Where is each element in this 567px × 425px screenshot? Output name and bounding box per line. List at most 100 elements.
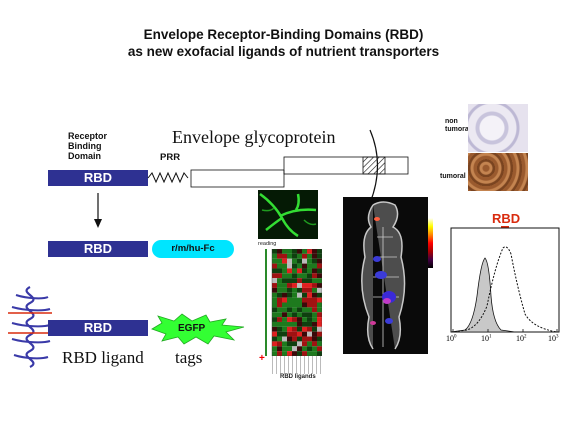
flow-tick-2: 102 — [516, 334, 527, 343]
heatmap-cell — [317, 302, 322, 308]
heatmap-cell — [272, 263, 277, 269]
envelope-schematic — [147, 129, 409, 204]
flow-tick-3: 103 — [548, 334, 559, 343]
heatmap-cell — [292, 326, 297, 332]
histology-tumoral-image — [468, 153, 528, 191]
heatmap-cell — [272, 331, 277, 337]
histology-non-tumoral-image — [468, 104, 528, 152]
heatmap-cell — [282, 302, 287, 308]
heatmap-cell — [302, 283, 307, 288]
heatmap-cell — [317, 307, 322, 313]
tumoral-label: tumoral — [440, 173, 466, 180]
rbd-box-bottom: RBD — [48, 320, 148, 336]
heatmap-cell — [287, 292, 292, 298]
heatmap-cell — [292, 278, 297, 284]
heatmap-cell — [312, 258, 317, 264]
body-scan-image — [343, 197, 428, 354]
heatmap-cell — [282, 283, 287, 288]
flow-histogram — [450, 226, 560, 333]
heatmap-cell — [297, 321, 302, 327]
heatmap-cell — [302, 317, 307, 322]
heatmap-cell — [272, 317, 277, 322]
heatmap-cell — [307, 346, 312, 352]
heatmap-cell — [277, 307, 282, 313]
heatmap-cell — [302, 326, 307, 332]
glycoprotein-bar — [190, 169, 285, 188]
non-tumoral-label: non tumoral — [445, 118, 471, 133]
heatmap-cell — [287, 278, 292, 284]
heatmap-cell — [287, 336, 292, 342]
heatmap-cell — [277, 302, 282, 308]
heatmap-cell — [317, 258, 322, 264]
heatmap-cell — [317, 297, 322, 303]
heatmap-cell — [302, 258, 307, 264]
heatmap-cell — [272, 326, 277, 332]
title-line-1: Envelope Receptor-Binding Domains (RBD) — [143, 27, 424, 42]
heatmap-cell — [277, 283, 282, 288]
heatmap-cell — [297, 249, 302, 254]
heatmap-cell — [287, 302, 292, 308]
heatmap-cell — [292, 249, 297, 254]
prr-label: PRR — [160, 152, 181, 163]
heatmap-cell — [272, 273, 277, 279]
heatmap-cell — [287, 346, 292, 352]
heatmap-cell — [282, 249, 287, 254]
heatmap-cell — [277, 312, 282, 318]
heatmap-cell — [312, 336, 317, 342]
heatmap-cell — [297, 302, 302, 308]
rbd-box-top: RBD — [48, 170, 148, 186]
heatmap-cell — [297, 258, 302, 264]
heatmap-cell — [292, 297, 297, 303]
heatmap-cell — [302, 278, 307, 284]
heatmap-cell — [317, 317, 322, 322]
heatmap-cell — [297, 346, 302, 352]
heatmap-column-labels — [272, 356, 322, 374]
heatmap-cell — [272, 253, 277, 259]
heatmap-cell — [297, 336, 302, 342]
heatmap-cell — [292, 331, 297, 337]
heatmap-cell — [282, 268, 287, 274]
heatmap-cell — [302, 253, 307, 259]
title-line-2: as new exofacial ligands of nutrient tra… — [127, 44, 440, 59]
heatmap-cell — [307, 278, 312, 284]
heatmap-cell — [302, 268, 307, 274]
heatmap-cell — [297, 287, 302, 293]
heatmap-cell — [277, 321, 282, 327]
heatmap-cell — [272, 346, 277, 352]
heatmap-cell — [292, 273, 297, 279]
heatmap-cell — [312, 268, 317, 274]
flow-tick-0: 100 — [446, 334, 457, 343]
heatmap-cell — [317, 331, 322, 337]
heatmap-cell — [292, 351, 297, 356]
heatmap-cell — [297, 278, 302, 284]
flow-rbd-label: RBD — [492, 211, 521, 226]
heatmap-cell — [297, 351, 302, 356]
heatmap-cell — [317, 249, 322, 254]
heatmap-cell — [312, 341, 317, 347]
heatmap-cell — [292, 302, 297, 308]
heatmap-cell — [287, 321, 292, 327]
heatmap-cell — [297, 263, 302, 269]
heatmap-cell — [277, 253, 282, 259]
heatmap-cell — [277, 258, 282, 264]
egfp-label: EGFP — [178, 323, 206, 334]
heatmap-cell — [272, 249, 277, 254]
heatmap-cell — [277, 278, 282, 284]
heatmap-cell — [312, 302, 317, 308]
heatmap-cell — [272, 297, 277, 303]
heatmap-cell — [282, 321, 287, 327]
heatmap-cell — [287, 297, 292, 303]
heatmap-cell — [302, 321, 307, 327]
heatmap-cell — [287, 331, 292, 337]
heatmap-cell — [302, 307, 307, 313]
down-arrow — [94, 193, 102, 228]
heatmap-cell — [287, 273, 292, 279]
heatmap-cell — [312, 263, 317, 269]
heatmap-cell — [307, 297, 312, 303]
heatmap-cell — [292, 321, 297, 327]
heatmap-cell — [282, 253, 287, 259]
heatmap-cell — [277, 292, 282, 298]
heatmap-cell — [272, 268, 277, 274]
color-scale-bar — [428, 218, 433, 268]
heatmap-cell — [302, 249, 307, 254]
